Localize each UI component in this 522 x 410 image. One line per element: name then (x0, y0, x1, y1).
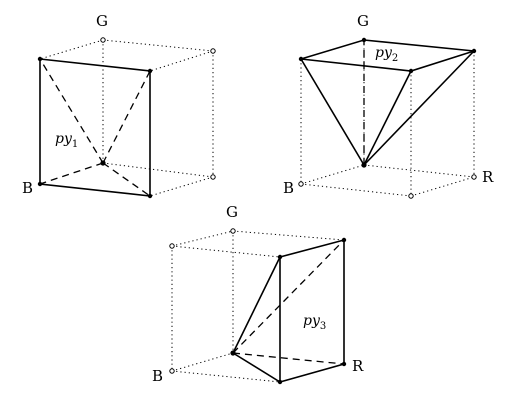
cube-3: G B R py3 (152, 203, 364, 385)
cube-2-label-r: R (482, 168, 494, 186)
cube-1-vertex (210, 174, 216, 180)
cube-1-vertex (210, 48, 216, 54)
cube-3-vertex (277, 379, 283, 385)
cube-1-vertex (37, 181, 43, 187)
cube-3-edge (171, 230, 234, 247)
cube-2-vertex (408, 68, 414, 74)
cube-3-edge (232, 230, 345, 241)
cube-3-label-b: B (152, 367, 163, 385)
cube-3-label-g: G (226, 203, 238, 221)
pyramid-3-apex (230, 350, 236, 356)
cube-1-edge (149, 176, 214, 197)
pyramid-3-edge (232, 256, 281, 354)
pyramid-1-edge (39, 162, 104, 185)
pyramid-3-edge (232, 239, 345, 354)
cube-3-edge (171, 245, 281, 258)
pyramid-2-label: py2 (375, 45, 398, 64)
cube-1-edge (102, 162, 214, 178)
cube-2-edge (363, 164, 475, 178)
cube-1-edge (102, 39, 214, 52)
cube-2-vertex (471, 174, 477, 180)
pyramid-1-edge (39, 58, 104, 164)
cube-3-vertex (341, 237, 347, 243)
cube-2: G B R py2 (283, 12, 494, 199)
cube-1-vertex (100, 37, 106, 43)
cube-3-vertex (169, 368, 175, 374)
cube-1-label-b: B (22, 179, 33, 197)
cube-1-label-g: G (96, 12, 108, 30)
pyramid-2-edge (363, 70, 412, 166)
cube-2-vertex (298, 56, 304, 62)
cube-2-vertex (298, 181, 304, 187)
cube-3-label-r: R (352, 357, 364, 375)
pyramid-2-edge (300, 58, 365, 166)
cube-3-vertex (341, 361, 347, 367)
pyramid-2-apex (361, 162, 367, 168)
pyramid-1-edge (102, 162, 151, 197)
cube-2-edge (300, 183, 412, 197)
cube-3-vertex (169, 243, 175, 249)
pyramid-1-apex (100, 160, 106, 166)
pyramid-1-base (39, 58, 151, 197)
pyramid-1-label: py1 (55, 131, 78, 150)
cube-1-edge (39, 39, 104, 60)
pyramid-3-base (279, 238, 345, 384)
cube-2-vertex (471, 48, 477, 54)
cube-2-vertex (408, 193, 414, 199)
cube-2-edge (410, 176, 475, 197)
cube-2-edge (300, 164, 365, 185)
cube-2-label-g: G (357, 12, 369, 30)
cube-2-label-b: B (283, 179, 294, 197)
cube-1-vertex (147, 68, 153, 74)
cube-1-vertex (147, 193, 153, 199)
pyramid-3-label: py3 (303, 313, 326, 332)
cube-1-vertex (37, 56, 43, 62)
pyramid-2-edge (363, 50, 475, 166)
pyramid-1-edge (102, 70, 151, 164)
cube-2-vertex (361, 37, 367, 43)
cube-3-edge (171, 352, 234, 372)
pyramid-3-edge (232, 352, 345, 365)
cube-3-vertex (277, 254, 283, 260)
pyramid-3-edge (232, 352, 281, 383)
cube-1-edge (149, 50, 214, 72)
cube-3-vertex (230, 228, 236, 234)
cube-1: G B py1 (22, 12, 216, 199)
